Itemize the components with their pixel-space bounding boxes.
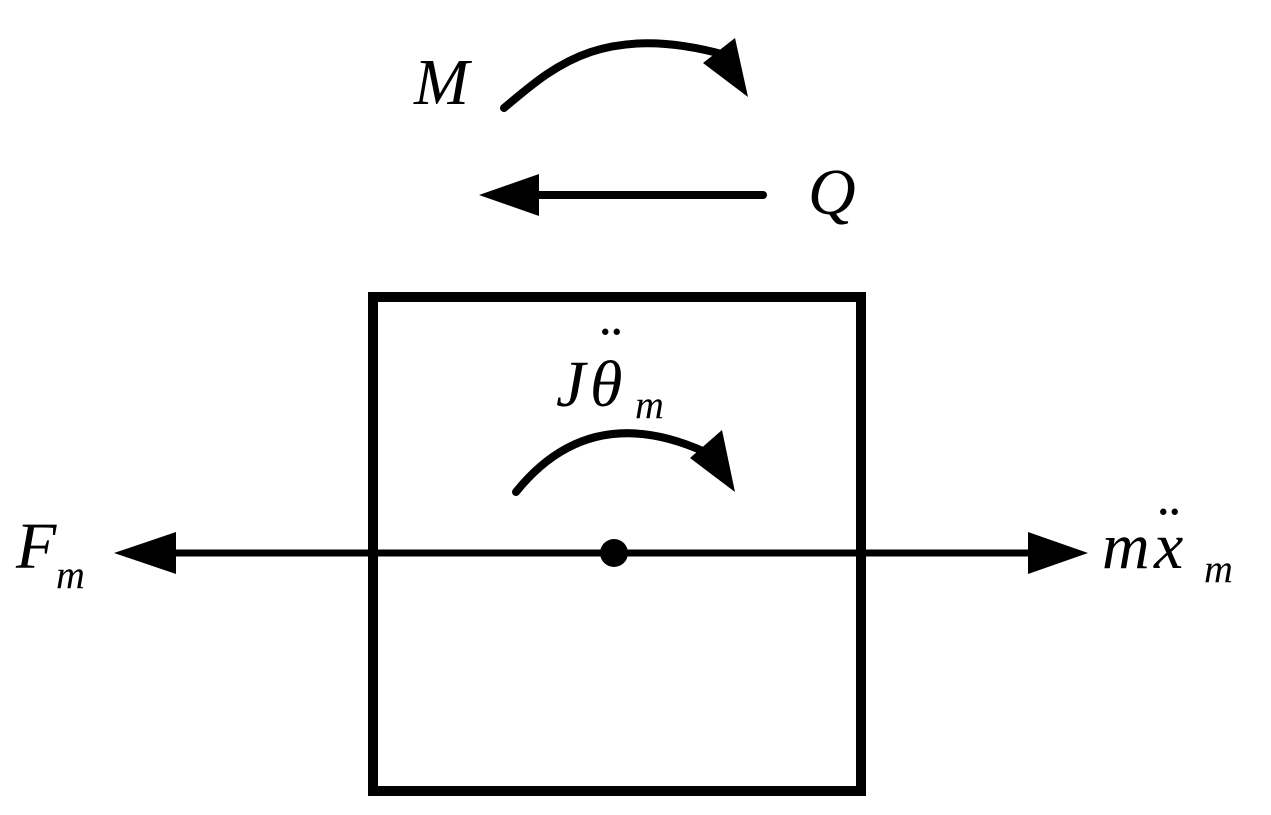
shear-label: Q <box>808 156 856 229</box>
inertia-torque-label-main: J <box>556 348 588 421</box>
force-label-main: F <box>15 510 57 583</box>
inertia-force-right-arrowhead <box>1028 532 1088 574</box>
inertia-torque-label-sub: m <box>635 382 664 427</box>
inertia-force-label-symbol: x <box>1153 510 1183 583</box>
inertia-torque-label: J θ ¨ m <box>556 312 664 427</box>
inertia-torque-label-accent: ¨ <box>600 312 622 385</box>
moment-label: M <box>413 46 473 119</box>
moment-arc <box>500 39 729 112</box>
inertia-force-label: m x ¨ m <box>1102 492 1233 591</box>
inertia-torque-label-symbol: θ <box>590 348 622 421</box>
inertia-torque-arrowhead <box>690 430 735 492</box>
inertia-force-label-main: m <box>1102 510 1150 583</box>
force-label-sub: m <box>56 552 85 597</box>
inertia-force-label-accent: ¨ <box>1158 492 1180 565</box>
moment-arrowhead <box>703 38 748 97</box>
force-left-arrowhead <box>114 532 176 574</box>
rigid-body-box <box>368 292 866 796</box>
shear-arrowhead <box>479 174 539 216</box>
center-of-mass-dot <box>600 539 628 567</box>
force-label: F m <box>15 510 85 597</box>
inertia-torque-arc <box>512 429 709 496</box>
inertia-force-label-sub: m <box>1204 546 1233 591</box>
